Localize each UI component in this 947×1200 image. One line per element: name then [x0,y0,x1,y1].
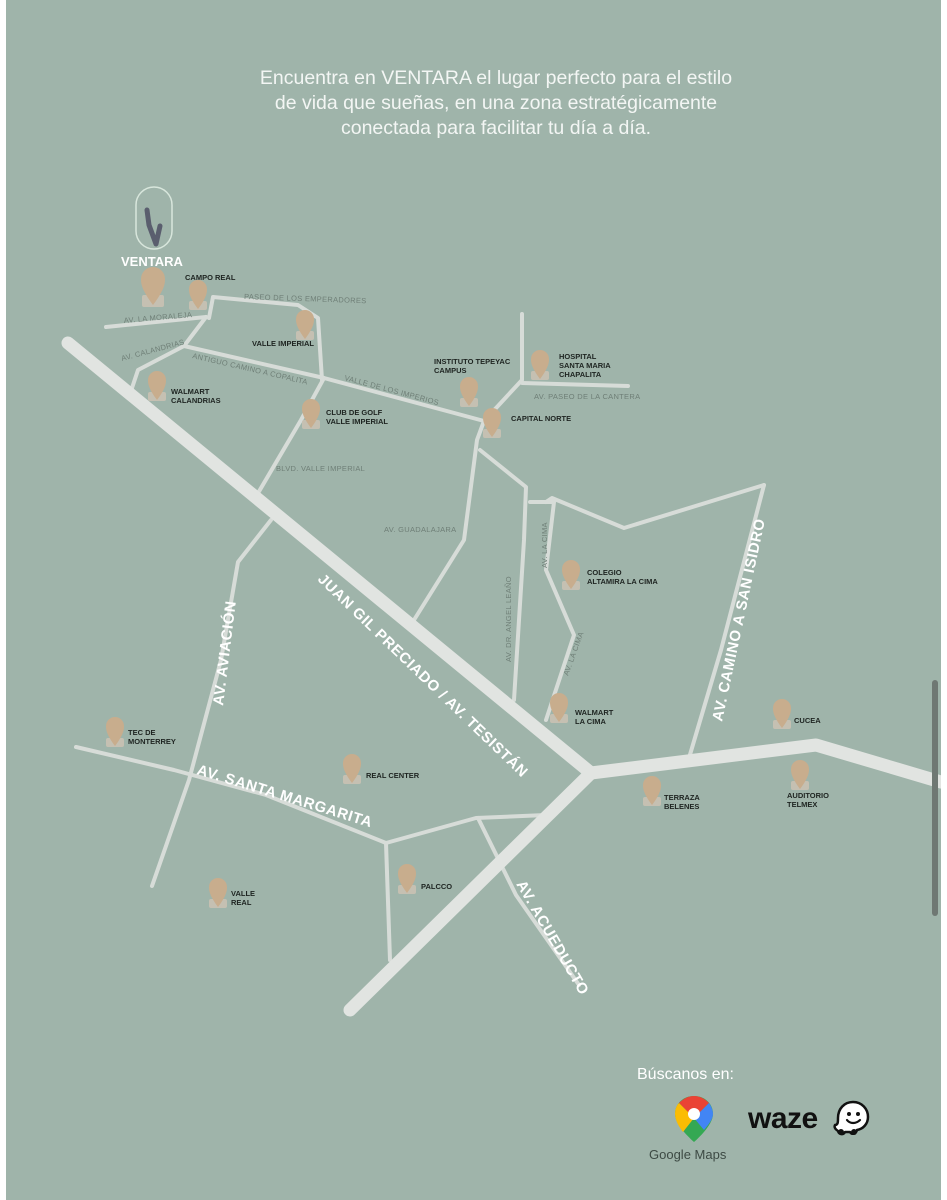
club-golf-pin-icon [302,399,320,429]
poi-real-center: REAL CENTER [366,771,420,780]
road-camino-san-isidro [687,483,766,760]
label-blvd-valle-imperial: BLVD. VALLE IMPERIAL [276,464,365,473]
palcco-pin-icon [398,864,416,894]
scrollbar[interactable] [932,680,938,916]
terraza-pin-icon [643,776,661,806]
waze-icon[interactable] [832,1098,872,1138]
road-emperadores [207,295,324,382]
road-la-cima-upper [544,483,766,530]
road-moraleja [104,315,208,329]
poi-campo-real: CAMPO REAL [185,273,236,282]
road-la-cima [528,500,576,722]
ventara-pin-icon [141,267,165,307]
area-map: PASEO DE LOS EMPERADORES AV. LA MORALEJA… [61,186,941,1017]
poi-valle-imperial: VALLE IMPERIAL [252,339,314,348]
road-guadalajara [412,419,486,622]
road-chapalita-vertical [482,312,524,423]
colegio-altamira-pin-icon [562,560,580,590]
minor-roads [74,295,766,987]
road-acueducto [476,816,581,987]
campo-real-pin-icon [189,280,207,310]
label-la-cima-1: AV. LA CIMA [540,522,549,568]
label-camino-san-isidro: AV. CAMINO A SAN ISIDRO [709,517,769,723]
ventara-logo-frame [135,186,173,250]
label-guadalajara: AV. GUADALAJARA [384,525,456,534]
real-center-pin-icon [343,754,361,784]
headline-line-3: conectada para facilitar tu día a día. [340,117,652,139]
label-emperadores: PASEO DE LOS EMPERADORES [244,292,367,305]
valle-imperial-pin-icon [296,310,314,340]
label-juan-gil-preciado: JUAN GIL PRECIADO / AV. TESISTÁN [314,571,531,781]
ventara-logo: VENTARA [121,186,183,269]
road-campo-link [130,315,208,390]
poi-cucea: CUCEA [794,716,821,725]
buscanos-label: Búscanos en: [637,1066,734,1083]
road-blvd-valle-imperial [252,376,326,502]
poi-capital-norte: CAPITAL NORTE [511,414,571,423]
ventara-label: VENTARA [121,254,183,269]
headline-line-2: de vida que sueñas, en una zona estratég… [274,92,718,114]
road-aviacion [150,518,273,888]
cucea-pin-icon [773,699,791,729]
walmart-calandrias-pin-icon [148,371,166,401]
road-palcco [384,841,392,962]
label-cantera: AV. PASEO DE LA CANTERA [534,392,640,401]
tec-pin-icon [106,717,124,747]
road-acueducto-major [343,766,598,1017]
capital-norte-pin-icon [483,408,501,438]
auditorio-pin-icon [791,760,809,790]
road-santa-margarita [74,745,548,845]
poi-palcco: PALCCO [421,882,452,891]
walmart-cima-pin-icon [550,693,568,723]
google-maps-label[interactable]: Google Maps [649,1147,727,1162]
headline-line-1: Encuentra en VENTARA el lugar perfecto p… [259,67,733,89]
waze-label[interactable]: waze [748,1102,818,1135]
map-panel: Encuentra en VENTARA el lugar perfecto p… [6,0,941,1200]
label-imperios: VALLE DE LOS IMPERIOS [343,373,439,407]
label-aviacion: AV. AVIACIÓN [209,600,240,707]
ventara-v-mark [144,207,163,247]
hospital-pin-icon [531,350,549,380]
label-acueducto: AV. ACUEDUCTO [513,878,592,999]
poi-pins [106,267,809,908]
valle-real-pin-icon [209,878,227,908]
road-juan-gil-preciado [61,336,941,789]
google-maps-icon[interactable] [671,1094,717,1144]
headline: Encuentra en VENTARA el lugar perfecto p… [186,66,806,141]
major-roads [61,336,941,1017]
road-angel-leano [478,448,528,702]
tepeyac-pin-icon [460,377,478,407]
label-angel-leano: AV. DR. ANGEL LEAÑO [504,576,513,662]
road-cantera [520,381,630,388]
